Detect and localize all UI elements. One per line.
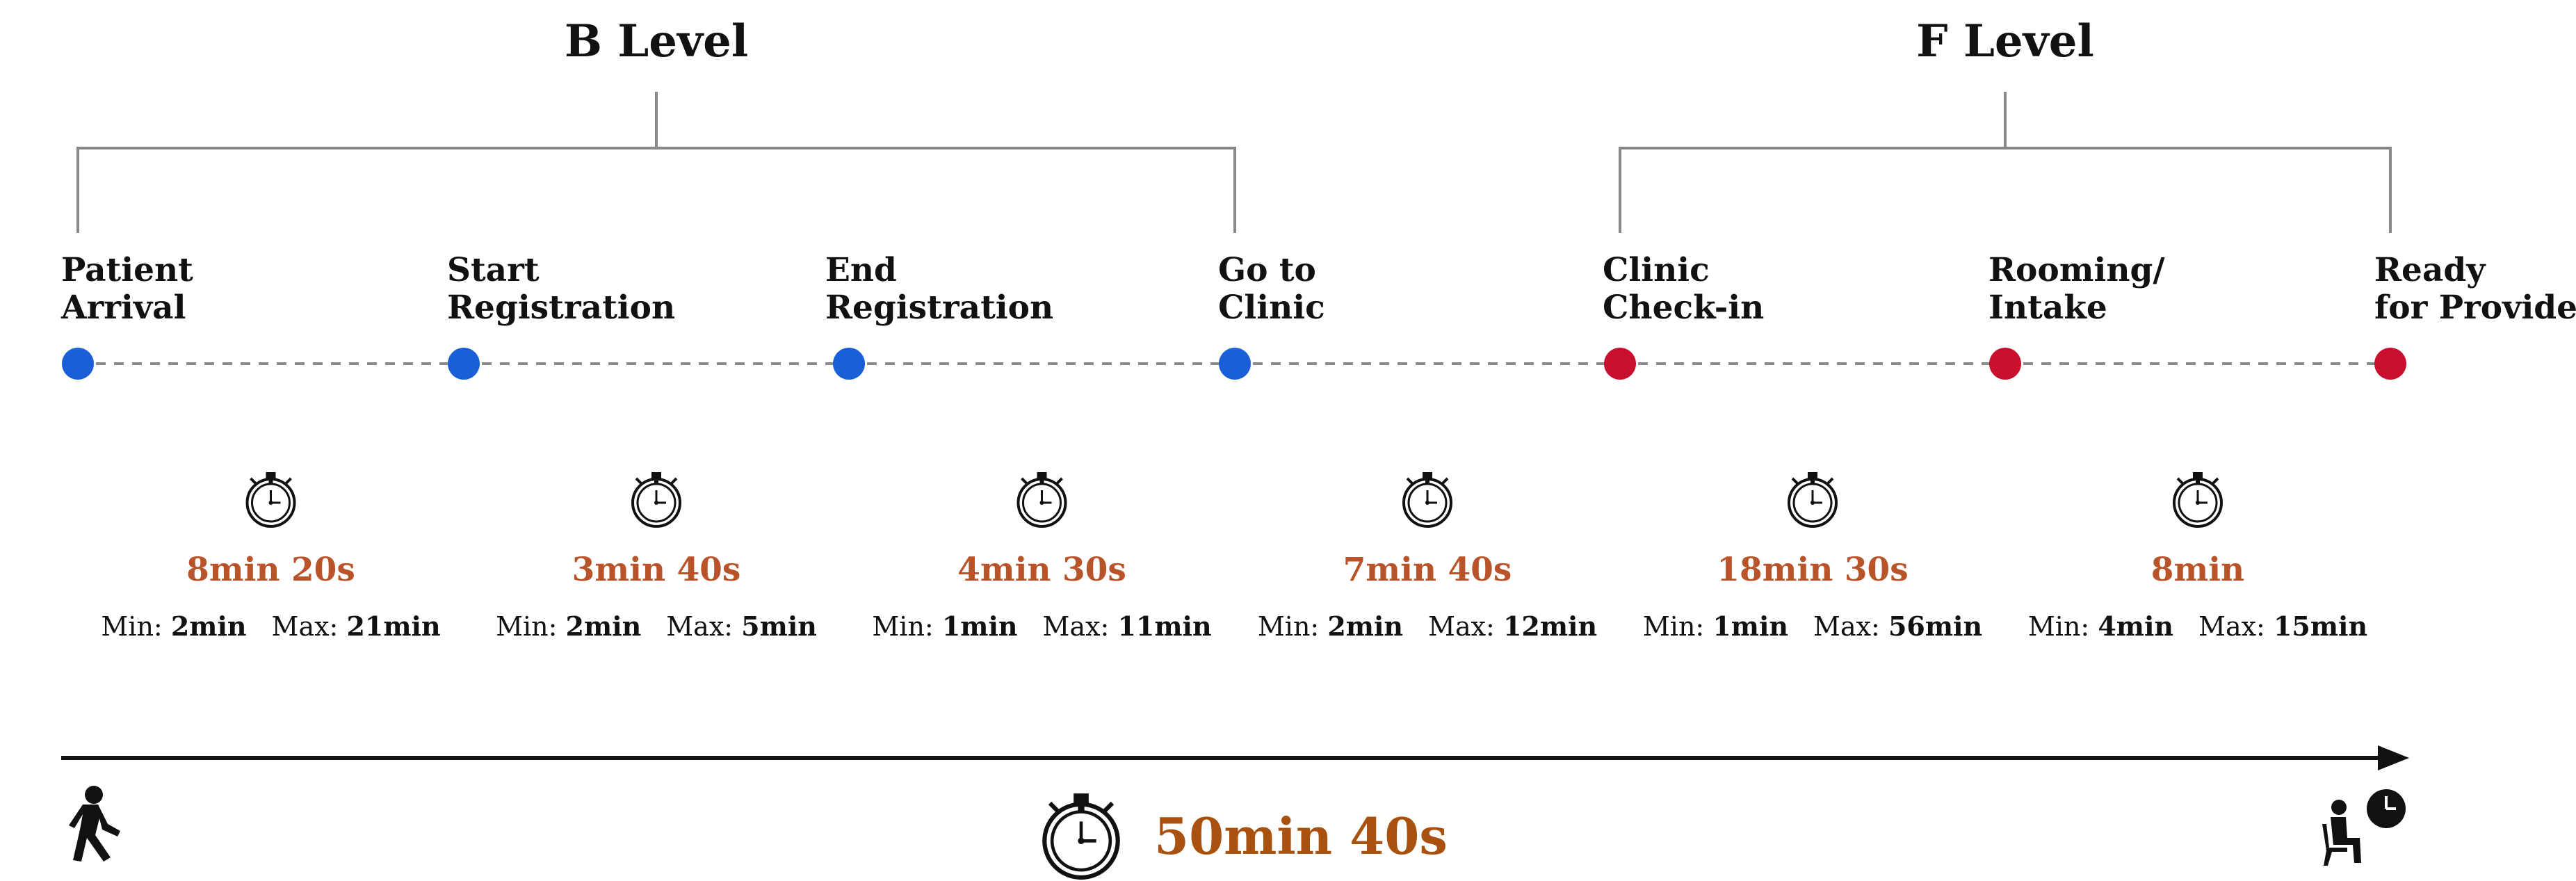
step-dot <box>448 348 480 380</box>
total-duration: 50min 40s <box>1154 807 1448 866</box>
step-label-line1: Clinic <box>1603 251 1710 289</box>
step-label-line2: Clinic <box>1218 289 1325 327</box>
step-label-line2: Arrival <box>61 289 186 327</box>
segment-duration: 7min 40s <box>1343 551 1512 589</box>
segment-min-max: Min: 2min Max: 21min <box>101 611 440 642</box>
arrow-head <box>2378 745 2409 770</box>
max-value: 21min <box>346 611 441 642</box>
segment-min-max: Min: 1min Max: 56min <box>1643 611 1982 642</box>
min-value: 2min <box>170 611 247 642</box>
min-label: Min: <box>101 611 163 642</box>
step-label-line2: Intake <box>1988 289 2107 327</box>
max-value: 56min <box>1888 611 1983 642</box>
segment-min-max: Min: 2min Max: 12min <box>1258 611 1597 642</box>
stopwatch-icon <box>245 471 296 528</box>
min-value: 1min <box>941 611 1018 642</box>
step-label-line1: Go to <box>1218 251 1316 289</box>
max-value: 12min <box>1502 611 1598 642</box>
min-label: Min: <box>1257 611 1320 642</box>
step-dot <box>833 348 865 380</box>
segment-min-max: Min: 2min Max: 5min <box>496 611 817 642</box>
min-label: Min: <box>496 611 558 642</box>
step-label-line1: Rooming/ <box>1988 251 2165 289</box>
level-bracket <box>76 147 1236 233</box>
min-value: 1min <box>1712 611 1789 642</box>
seated-person-clock-icon <box>2322 789 2406 866</box>
segment-duration: 4min 30s <box>957 551 1126 589</box>
level-title: B Level <box>564 15 749 67</box>
stopwatch-icon <box>1016 471 1067 528</box>
level-title: F Level <box>1916 15 2094 67</box>
min-value: 2min <box>1327 611 1404 642</box>
level-bracket <box>1619 147 2392 233</box>
max-value: 15min <box>2273 611 2368 642</box>
step-label-line1: Patient <box>61 251 193 289</box>
min-label: Min: <box>2027 611 2090 642</box>
max-label: Max: <box>1428 611 1495 642</box>
max-label: Max: <box>666 611 734 642</box>
stopwatch-icon <box>631 471 681 528</box>
step-label-line2: Check-in <box>1603 289 1765 327</box>
step-dot <box>2374 348 2406 380</box>
max-label: Max: <box>2198 611 2265 642</box>
stopwatch-icon <box>2173 471 2223 528</box>
max-value: 11min <box>1117 611 1212 642</box>
step-dot <box>1219 348 1251 380</box>
segment-duration: 3min 40s <box>572 551 741 589</box>
walking-person-icon <box>69 786 120 862</box>
segment-duration: 18min 30s <box>1717 551 1909 589</box>
min-value: 2min <box>565 611 642 642</box>
step-label-line1: End <box>825 251 897 289</box>
step-label-line2: for Provider <box>2374 289 2576 327</box>
segment-duration: 8min <box>2150 551 2245 589</box>
step-label-line2: Registration <box>825 289 1054 327</box>
min-value: 4min <box>2098 611 2174 642</box>
max-label: Max: <box>1042 611 1110 642</box>
step-label: Rooming/Intake <box>1988 252 2165 327</box>
segment-min-max: Min: 4min Max: 15min <box>2028 611 2367 642</box>
step-dot <box>62 348 94 380</box>
max-label: Max: <box>271 611 339 642</box>
step-label-line2: Registration <box>447 289 676 327</box>
max-value: 5min <box>741 611 817 642</box>
step-label-line1: Start <box>447 251 540 289</box>
stopwatch-icon <box>1788 471 1838 528</box>
segment-duration: 8min 20s <box>186 551 355 589</box>
max-label: Max: <box>1813 611 1880 642</box>
total-stopwatch-icon <box>1044 793 1117 878</box>
step-dot <box>1604 348 1636 380</box>
segment-min-max: Min: 1min Max: 11min <box>872 611 1211 642</box>
step-dot <box>1989 348 2021 380</box>
step-label-line1: Ready <box>2374 251 2486 289</box>
min-label: Min: <box>1642 611 1705 642</box>
min-label: Min: <box>872 611 934 642</box>
stopwatch-icon <box>1402 471 1452 528</box>
